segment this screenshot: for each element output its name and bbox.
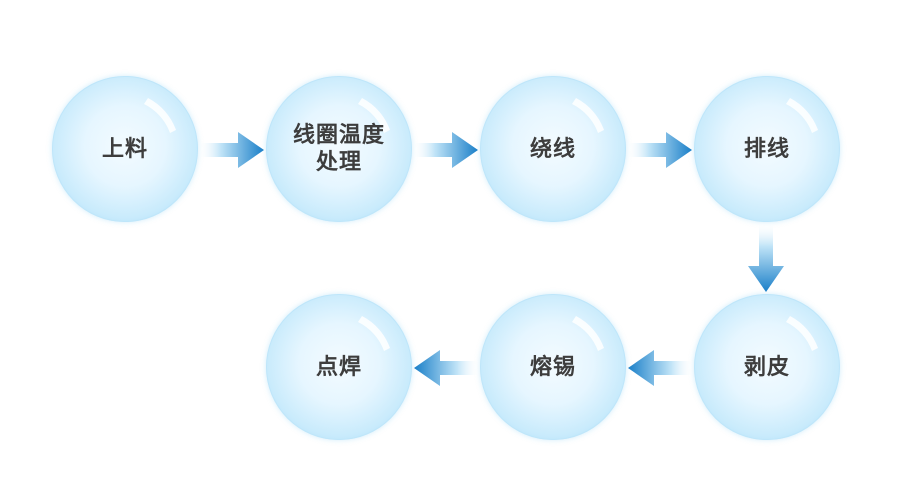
step-bubble-4: 排线 (694, 76, 840, 222)
step-label: 剥皮 (743, 354, 790, 380)
step-bubble-1: 上料 (52, 76, 198, 222)
arrow-right-icon (412, 132, 478, 168)
step-label: 线圈温度 处理 (292, 123, 385, 175)
step-bubble-3: 绕线 (480, 76, 626, 222)
arrow-right-icon (626, 132, 692, 168)
step-label: 熔锡 (529, 354, 576, 380)
arrow-down-icon (748, 222, 784, 292)
step-label: 排线 (743, 136, 790, 162)
arrow-right-icon (198, 132, 264, 168)
step-label: 点焊 (315, 354, 362, 380)
step-bubble-5: 剥皮 (694, 294, 840, 440)
step-label: 绕线 (529, 136, 576, 162)
arrow-left-icon (414, 350, 480, 386)
step-bubble-6: 熔锡 (480, 294, 626, 440)
step-label: 上料 (101, 136, 148, 162)
step-bubble-2: 线圈温度 处理 (266, 76, 412, 222)
step-bubble-7: 点焊 (266, 294, 412, 440)
arrow-left-icon (628, 350, 694, 386)
